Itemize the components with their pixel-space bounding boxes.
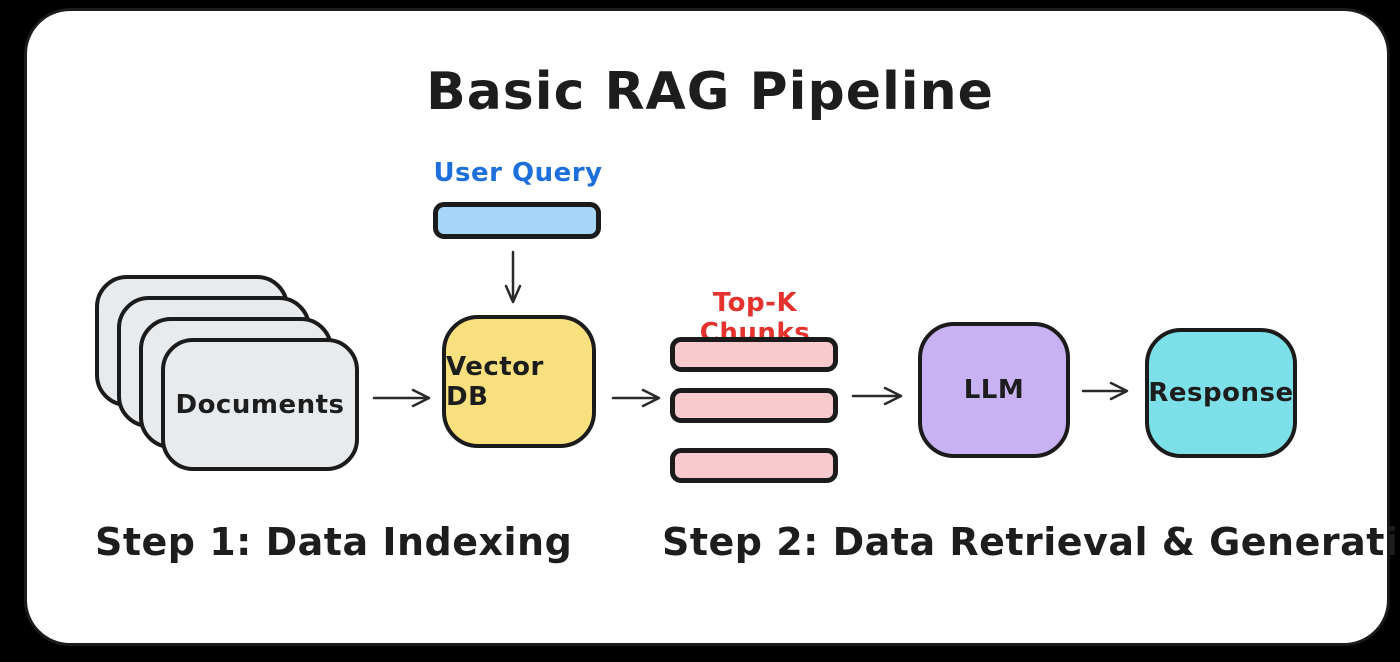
chunk-bar	[670, 388, 838, 423]
llm-label: LLM	[963, 375, 1025, 405]
step-1-label: Step 1: Data Indexing	[95, 520, 573, 564]
user-query-bar	[433, 202, 601, 239]
step-2-label: Step 2: Data Retrieval & Generation	[662, 520, 1400, 564]
response-node: Response	[1145, 328, 1297, 458]
llm-node: LLM	[918, 322, 1070, 458]
chunk-bar	[670, 337, 838, 372]
documents-label: Documents	[175, 389, 345, 420]
diagram-title: Basic RAG Pipeline	[426, 62, 994, 122]
vector-db-label: Vector DB	[446, 351, 544, 412]
vector-db-node: Vector DB	[442, 315, 596, 448]
chunk-bar	[670, 448, 838, 483]
user-query-label: User Query	[433, 158, 603, 188]
documents-node: Documents	[161, 338, 359, 471]
response-label: Response	[1148, 378, 1294, 408]
